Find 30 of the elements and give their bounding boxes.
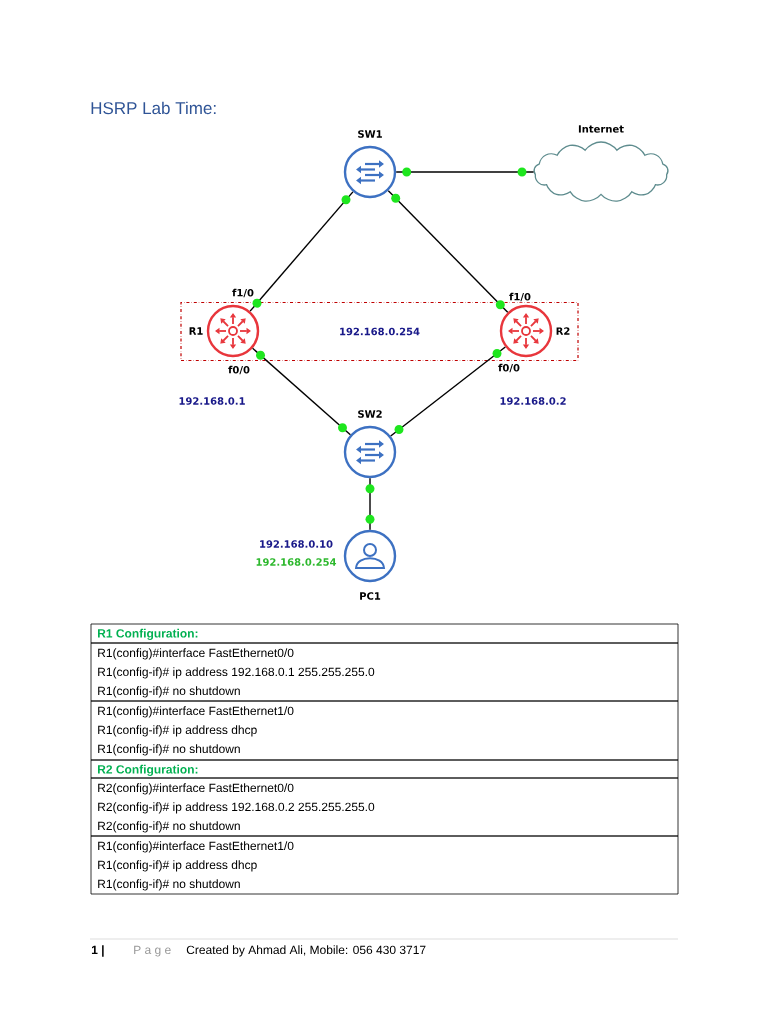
cloud-label: Internet bbox=[578, 125, 624, 133]
port-label: f1/0 bbox=[508, 291, 532, 303]
connector bbox=[369, 477, 371, 531]
connector bbox=[390, 346, 506, 437]
page-word: P a g e bbox=[134, 945, 171, 957]
connector bbox=[395, 171, 535, 173]
table-header-cell: R2 Configuration: bbox=[90, 759, 679, 779]
table-cell: R1(config)#interface FastEthernet1/0 R1(config-if)# ip address dhcp R1(config-if)# no shutdown bbox=[90, 835, 679, 895]
ip-label: 192.168.0.1 bbox=[179, 397, 245, 405]
ip-label: 192.168.0.254 bbox=[256, 558, 337, 566]
table-cell: R2(config)#interface FastEthernet0/0 R2(config-if)# ip address 192.168.0.2 255.255.255.0 R2(config-if)# no shutdown bbox=[90, 777, 679, 837]
device-label: SW2 bbox=[358, 410, 382, 418]
device-label: PC1 bbox=[360, 592, 381, 600]
ip-label: 192.168.0.2 bbox=[500, 397, 566, 405]
page-number: 1 | bbox=[91, 945, 104, 957]
port-label: f0/0 bbox=[497, 362, 521, 374]
connector bbox=[249, 191, 354, 312]
footer-text: Created by Ahmad Ali, Mobile: 056 430 3717 bbox=[186, 945, 426, 957]
device-label: R2 bbox=[556, 327, 570, 335]
port-label: f1/0 bbox=[231, 287, 255, 299]
ip-label: 192.168.0.10 bbox=[260, 540, 333, 548]
table-header-cell: R1 Configuration: bbox=[90, 623, 679, 644]
connector bbox=[251, 347, 352, 436]
device-label: R1 bbox=[189, 327, 203, 335]
table-cell: R1(config)#interface FastEthernet1/0 R1(config-if)# ip address dhcp R1(config-if)# no shutdown bbox=[90, 700, 679, 761]
port-label: f0/0 bbox=[227, 364, 251, 376]
title: HSRP Lab Time: bbox=[91, 101, 216, 115]
table-cell: R1(config)#interface FastEthernet0/0 R1(config-if)# ip address 192.168.0.1 255.255.255.0 R1(config-if)# no shutdown bbox=[90, 642, 679, 702]
connector bbox=[387, 190, 509, 313]
device-label: SW1 bbox=[358, 130, 382, 138]
